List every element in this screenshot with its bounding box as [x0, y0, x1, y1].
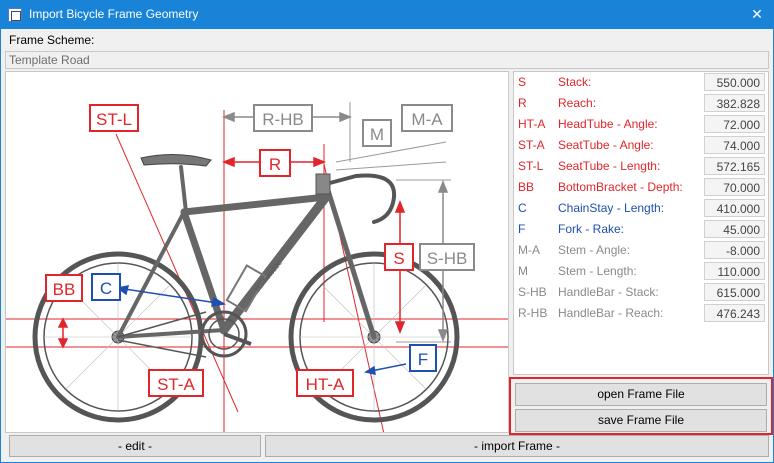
parameter-value-field[interactable]: 550.000: [704, 73, 765, 91]
dimension-arrows-gray: [221, 111, 449, 343]
import-frame-button[interactable]: - import Frame -: [265, 435, 769, 457]
parameter-row: M-A Stem - Angle: -8.000: [514, 240, 768, 261]
label-st-l: ST-L: [89, 104, 139, 132]
parameter-abbr: S-HB: [518, 285, 547, 299]
parameter-row: C ChainStay - Length: 410.000: [514, 198, 768, 219]
label-m: M: [362, 119, 392, 147]
parameter-row: R Reach: 382.828: [514, 93, 768, 114]
label-s-hb: S-HB: [419, 243, 475, 271]
label-bb: BB: [45, 274, 83, 302]
parameter-abbr: F: [518, 222, 526, 236]
open-frame-file-button[interactable]: open Frame File: [515, 383, 767, 406]
parameter-value-field[interactable]: 410.000: [704, 199, 765, 217]
label-st-a-text: ST-A: [157, 375, 195, 394]
bike-frame: [116, 165, 377, 340]
bottle-cage: [225, 264, 268, 313]
geometry-drawing: bbPhoto220 ST-L R-HB M M-A R: [5, 71, 509, 433]
parameter-name: Fork - Rake:: [558, 222, 625, 236]
parameter-abbr: R-HB: [518, 306, 548, 320]
drivetrain: [117, 310, 252, 358]
parameter-row: S-HB HandleBar - Stack: 615.000: [514, 282, 768, 303]
parameter-name: Stem - Angle:: [558, 243, 631, 257]
label-f: F: [409, 344, 437, 372]
label-s-text: S: [393, 249, 404, 268]
parameter-abbr: M: [518, 264, 528, 278]
label-bb-text: BB: [53, 280, 76, 299]
frame-scheme-field[interactable]: [5, 51, 769, 69]
parameter-abbr: ST-L: [518, 159, 544, 173]
parameter-row: R-HB HandleBar - Reach: 476.243: [514, 303, 768, 324]
parameter-name: BottomBracket - Depth:: [558, 180, 683, 194]
parameter-row: HT-A HeadTube - Angle: 72.000: [514, 114, 768, 135]
parameter-value-field[interactable]: 476.243: [704, 304, 765, 322]
app-icon: [8, 8, 22, 22]
label-r-hb: R-HB: [253, 104, 313, 132]
label-st-a: ST-A: [148, 369, 204, 397]
parameter-value-field[interactable]: 110.000: [704, 262, 765, 280]
label-m-text: M: [370, 125, 384, 144]
save-frame-file-button[interactable]: save Frame File: [515, 409, 767, 432]
parameter-name: SeatTube - Length:: [558, 159, 661, 173]
parameter-row: F Fork - Rake: 45.000: [514, 219, 768, 240]
parameter-value-field[interactable]: 615.000: [704, 283, 765, 301]
cockpit: [315, 173, 397, 224]
parameter-value-field[interactable]: 74.000: [704, 136, 765, 154]
parameter-row: ST-A SeatTube - Angle: 74.000: [514, 135, 768, 156]
parameter-row: S Stack: 550.000: [514, 72, 768, 93]
parameter-row: M Stem - Length: 110.000: [514, 261, 768, 282]
label-c-text: C: [100, 279, 112, 298]
parameter-value-field[interactable]: 572.165: [704, 157, 765, 175]
parameter-value-field[interactable]: 45.000: [704, 220, 765, 238]
title-bar: Import Bicycle Frame Geometry ✕: [1, 1, 773, 29]
parameter-abbr: HT-A: [518, 117, 546, 131]
parameter-name: HandleBar - Stack:: [558, 285, 659, 299]
parameter-value-field[interactable]: 70.000: [704, 178, 765, 196]
label-m-a: M-A: [401, 104, 453, 132]
parameter-name: ChainStay - Length:: [558, 201, 665, 215]
label-m-a-text: M-A: [411, 110, 443, 129]
label-r-text: R: [269, 155, 281, 174]
label-st-l-text: ST-L: [96, 110, 132, 129]
file-buttons-group: open Frame File save Frame File: [509, 377, 773, 435]
parameter-abbr: ST-A: [518, 138, 545, 152]
bicycle-geometry-svg: bbPhoto220 ST-L R-HB M M-A R: [6, 102, 508, 432]
parameter-name: Stack:: [558, 75, 592, 89]
frame-scheme-label: Frame Scheme:: [9, 33, 95, 47]
window-title: Import Bicycle Frame Geometry: [29, 7, 199, 21]
parameter-abbr: S: [518, 75, 527, 89]
label-r: R: [259, 149, 291, 177]
parameter-name: Stem - Length:: [558, 264, 637, 278]
dimension-arrows-blue: [116, 285, 407, 375]
saddle: [140, 153, 212, 167]
label-s: S: [384, 243, 414, 271]
parameter-name: HeadTube - Angle:: [558, 117, 658, 131]
label-ht-a: HT-A: [296, 369, 354, 397]
parameter-abbr: R: [518, 96, 527, 110]
parameter-row: BB BottomBracket - Depth: 70.000: [514, 177, 768, 198]
edit-button[interactable]: - edit -: [9, 435, 261, 457]
label-r-hb-text: R-HB: [262, 110, 304, 129]
parameter-name: HandleBar - Reach:: [558, 306, 664, 320]
parameter-row: ST-L SeatTube - Length: 572.165: [514, 156, 768, 177]
label-s-hb-text: S-HB: [427, 249, 468, 268]
parameter-name: SeatTube - Angle:: [558, 138, 654, 152]
label-ht-a-text: HT-A: [306, 375, 345, 394]
parameter-abbr: M-A: [518, 243, 540, 257]
label-c: C: [91, 273, 121, 301]
parameter-value-field[interactable]: -8.000: [704, 241, 765, 259]
parameter-value-field[interactable]: 72.000: [704, 115, 765, 133]
parameter-name: Reach:: [558, 96, 597, 110]
label-f-text: F: [418, 350, 428, 369]
parameter-value-field[interactable]: 382.828: [704, 94, 765, 112]
close-button[interactable]: ✕: [751, 6, 763, 22]
parameter-abbr: BB: [518, 180, 535, 194]
parameter-abbr: C: [518, 201, 527, 215]
